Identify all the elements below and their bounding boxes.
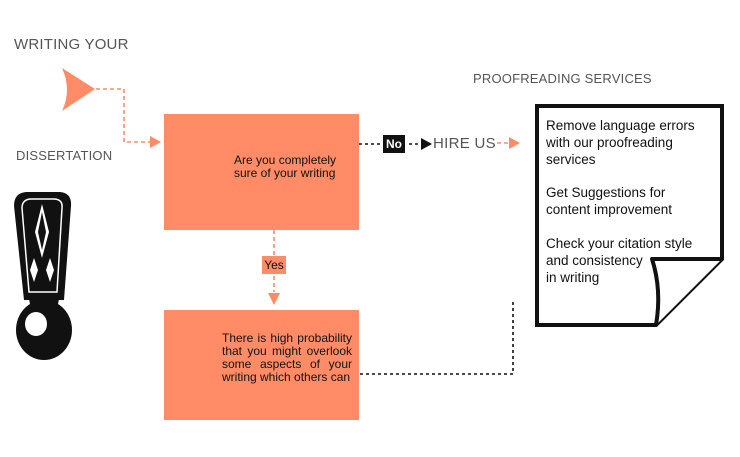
play-triangle-icon [62,68,95,111]
yes-label: Yes [262,256,286,274]
question-text: Are you completely sure of your writing [234,153,337,180]
service-line: services [546,152,596,167]
service-line: and consistency [546,253,643,268]
exclamation-icon [14,192,72,360]
arrow-right-icon [150,136,161,148]
arrow-down-icon [268,293,280,305]
connector-start [96,88,150,143]
connector-warning [360,300,514,375]
service-line: Get Suggestions for [546,185,666,200]
service-line: in writing [546,270,600,285]
warning-box: There is high probability that you might… [164,310,359,420]
arrow-right-icon [421,138,432,150]
hire-us-label: HIRE US [433,135,496,152]
warning-text: There is high probability that you might… [222,331,352,384]
service-line: Check your citation style [546,236,693,251]
service-line: content improvement [546,202,673,217]
title-bottom: DISSERTATION [16,148,113,163]
service-line: Remove language errors [546,118,695,133]
question-box: Are you completely sure of your writing [164,114,359,230]
arrow-right-icon [509,137,520,149]
no-label: No [383,135,405,153]
paper-curl [650,257,722,326]
services-title: PROOFREADING SERVICES [473,71,652,86]
title-top: WRITING YOUR [14,36,129,53]
service-line: with our proofreading [546,135,673,150]
